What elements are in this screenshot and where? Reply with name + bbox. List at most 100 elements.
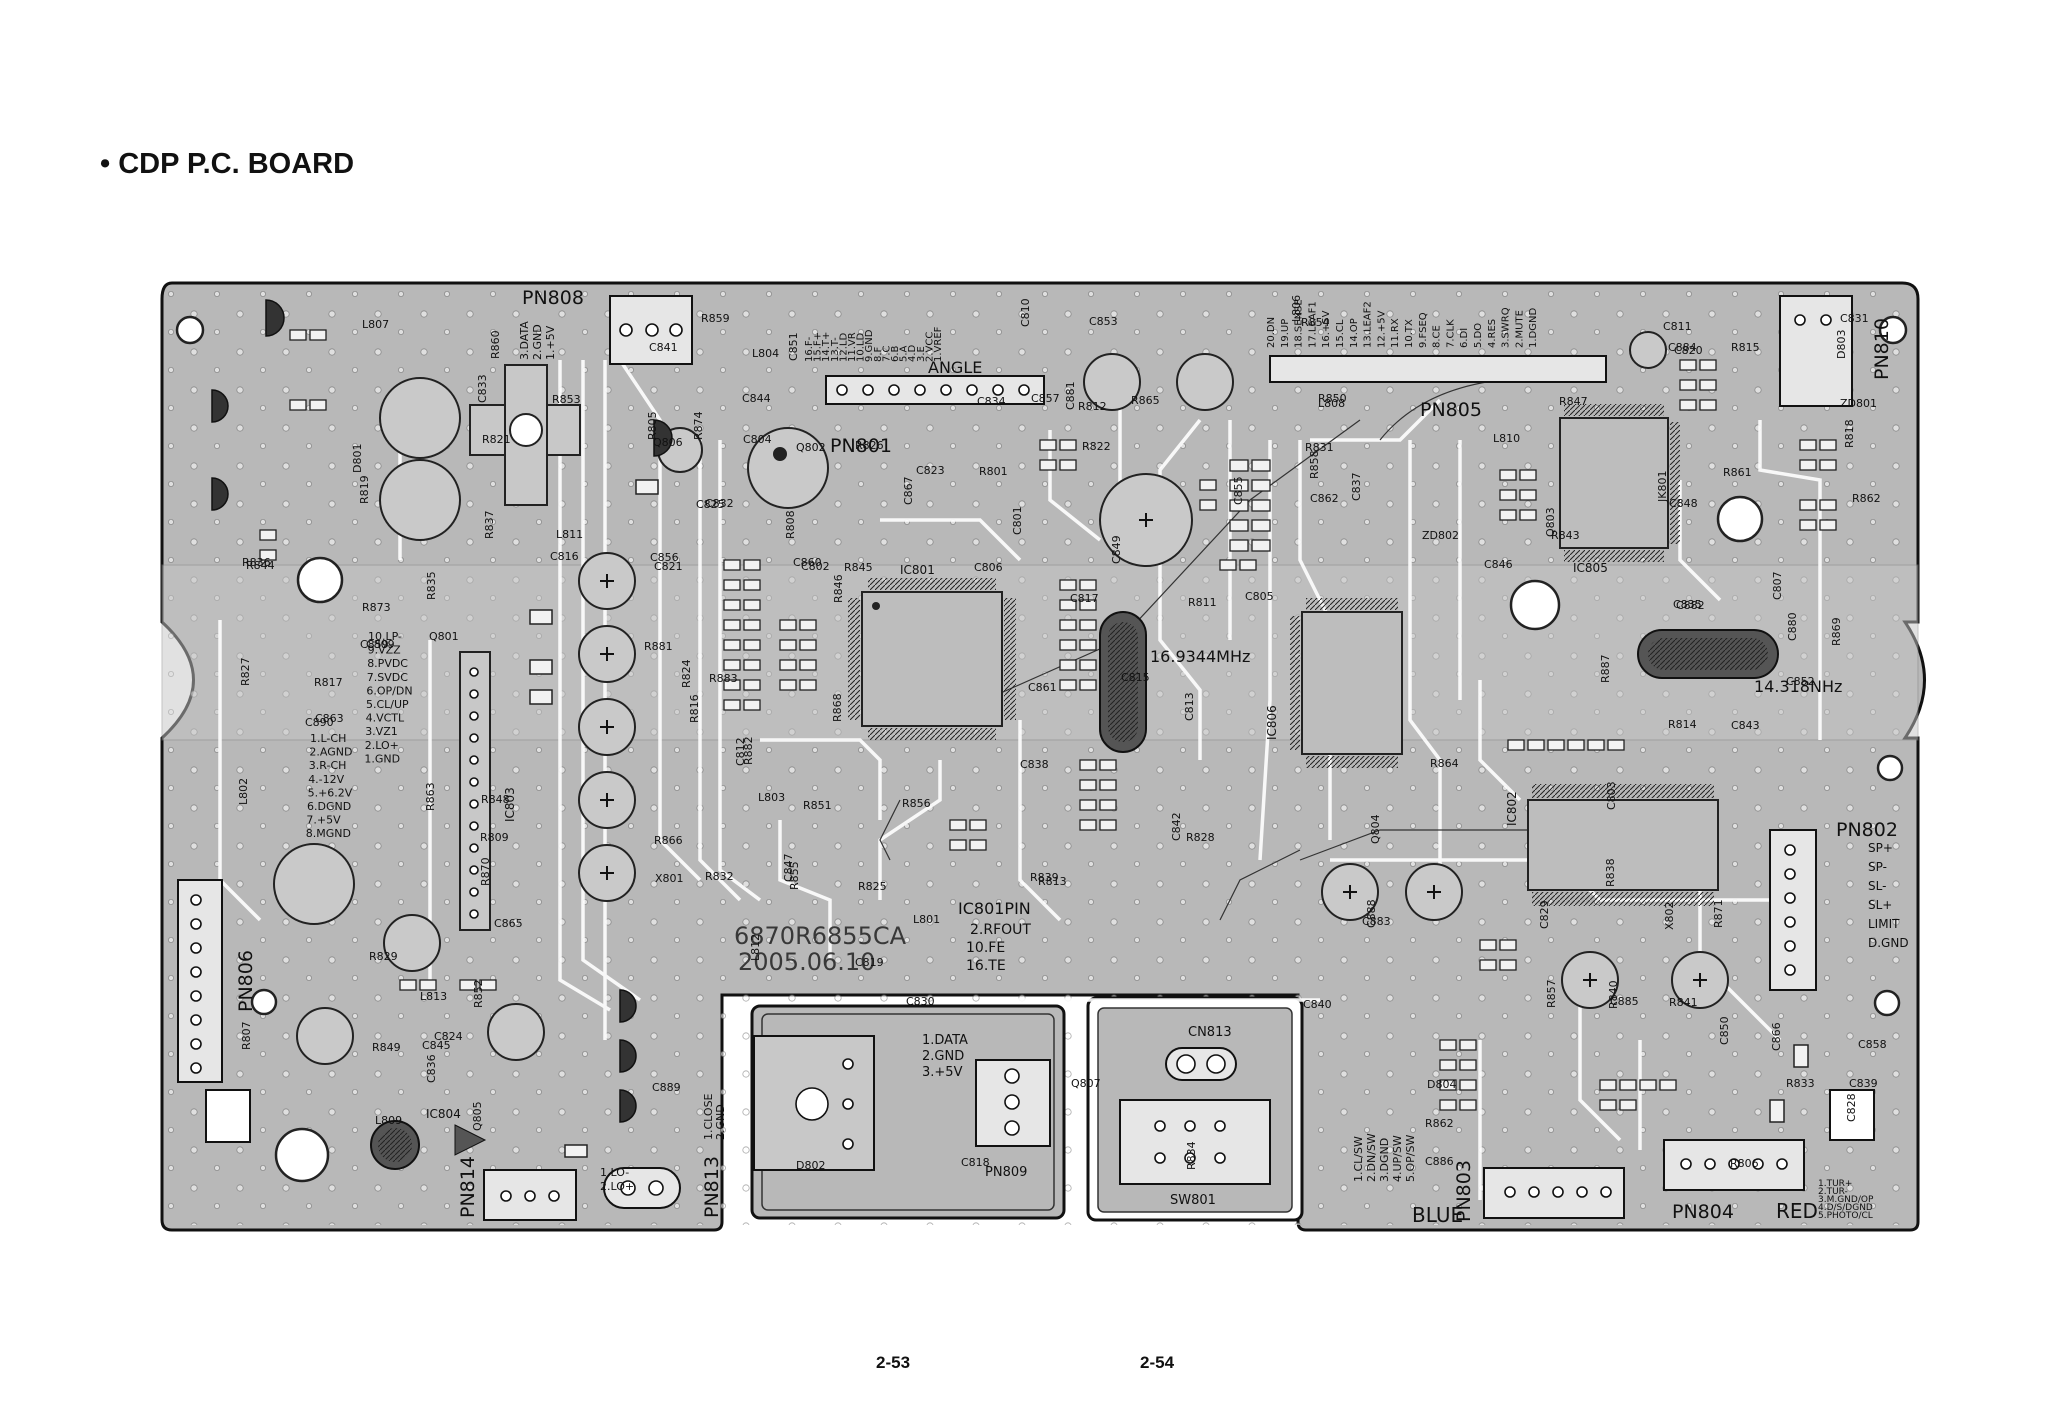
component-label: C842 <box>1170 812 1183 841</box>
pn801-pins-label: 1.VREF <box>933 326 944 362</box>
component-label: R862 <box>1852 492 1881 505</box>
ic805-pad <box>1829 1089 1875 1141</box>
board-band <box>161 564 1919 741</box>
pn801-pins-label: 14.T+ <box>821 332 832 362</box>
pn808-pins-label: 2.GND <box>531 324 544 360</box>
component-label: C849 <box>1110 535 1123 564</box>
label-ic802: IC802 <box>1505 791 1519 826</box>
smd-components <box>259 329 1837 1111</box>
pn806-top-label: 4.VCTL <box>366 712 405 725</box>
pn801-pins-label: 16.F- <box>804 336 815 362</box>
ic801-package <box>848 578 1016 740</box>
label-pn810: PN810 <box>1871 318 1893 380</box>
component-label: C881 <box>1064 381 1077 410</box>
label-pn808: PN808 <box>522 287 584 309</box>
component-label: R833 <box>1786 1077 1815 1090</box>
component-label: R882 <box>742 736 755 765</box>
pn806-top-label: 10.LP- <box>368 630 402 643</box>
component-label: R871 <box>1712 899 1725 928</box>
pn802-pins-label: SL- <box>1868 879 1886 893</box>
mounting-holes <box>175 315 1908 1183</box>
pn801-pins-label: 5.A <box>899 345 910 362</box>
component-label: C846 <box>1484 558 1513 571</box>
component-label: R847 <box>1559 395 1588 408</box>
component-label: R881 <box>644 640 673 653</box>
component-label: C802 <box>801 560 830 573</box>
component-label: R836 <box>242 556 271 569</box>
diodes <box>529 479 1809 1158</box>
pn805-pins-label: 1.DGND <box>1528 308 1539 348</box>
pn801-pins-label: 10.LD <box>856 333 867 362</box>
component-label: C884 <box>1668 341 1697 354</box>
component-label: D804 <box>1427 1078 1456 1091</box>
component-label: R849 <box>372 1041 401 1054</box>
pn806-bottom-label: 4.-12V <box>308 773 344 786</box>
sw801-body <box>1119 1099 1271 1185</box>
pn808-pins-label: 1.+5V <box>544 325 557 360</box>
component-label: L802 <box>237 778 250 805</box>
component-label: ZD801 <box>1840 397 1877 410</box>
label-angle: ANGLE <box>928 358 982 377</box>
label-pn804: PN804 <box>1672 1201 1734 1223</box>
component-label: C804 <box>743 433 772 446</box>
pn806-bottom-label: 2.AGND <box>309 746 352 759</box>
page-title: • CDP P.C. BOARD <box>100 148 355 180</box>
pn813-header <box>603 1167 681 1209</box>
component-label: R812 <box>1078 400 1107 413</box>
component-label: C821 <box>654 560 683 573</box>
pn802-header <box>1769 829 1817 991</box>
ic801-pin-title: IC801PIN <box>958 899 1031 918</box>
component-label: C856 <box>650 551 679 564</box>
component-label: Q805 <box>471 1101 484 1131</box>
page-number-left: 2-53 <box>876 1353 911 1372</box>
component-label: R815 <box>1731 341 1760 354</box>
connector-pins <box>190 314 1832 1202</box>
component-label: L809 <box>375 1114 402 1127</box>
component-label: C890 <box>305 716 334 729</box>
component-label: R840 <box>1607 980 1620 1009</box>
ic801-pin-2: 10.FE <box>966 940 1005 956</box>
pn806-top-label: 2.LO+ <box>365 739 399 752</box>
pn801-pins-label: 2.VCC <box>924 332 935 362</box>
pn804-pins-label: 1.TUR+ <box>1818 1179 1852 1189</box>
pn805-pins-label: 15.CL <box>1335 319 1346 348</box>
component-label: R809 <box>480 831 509 844</box>
pn801-pins-label: 3.E <box>916 346 927 362</box>
pn801-pins-label: 7.C <box>881 345 892 362</box>
component-label: R819 <box>358 475 371 504</box>
component-label: R844 <box>246 559 275 572</box>
label-pn814: PN814 <box>457 1156 479 1218</box>
pn801-pins-label: 11.VR <box>847 332 858 362</box>
component-label: C829 <box>1538 900 1551 929</box>
component-label: L811 <box>556 528 583 541</box>
component-label: C815 <box>1121 671 1150 684</box>
label-ic803: IC803 <box>503 787 517 822</box>
label-sw801: SW801 <box>1170 1193 1216 1208</box>
pn803-pins-label: 1.CL/SW <box>1352 1136 1365 1182</box>
component-label: C834 <box>977 395 1006 408</box>
pn801-pins-label: 13.T- <box>830 337 841 362</box>
component-label: R805 <box>646 411 659 440</box>
pn805-pins-label: 8.CE <box>1432 325 1443 348</box>
component-label: C866 <box>1770 1022 1783 1051</box>
pn803-pins-label: 5.OP/SW <box>1404 1135 1417 1182</box>
component-label: ZD802 <box>1422 529 1459 542</box>
component-label: R843 <box>1551 529 1580 542</box>
component-label: C830 <box>906 995 935 1008</box>
label-pn806: PN806 <box>235 950 257 1012</box>
component-label: X801 <box>655 872 684 885</box>
component-label: C857 <box>1031 392 1060 405</box>
ic801-pin-legend: IC801PIN 2.RFOUT 10.FE 16.TE <box>958 899 1031 974</box>
pn806-top-label: 7.SVDC <box>367 671 408 684</box>
pn805-pins-label: 4.RES <box>1487 319 1498 348</box>
component-label: C836 <box>425 1054 438 1083</box>
pn806-bottom-label: 3.R-CH <box>309 759 347 772</box>
ic806-package <box>1290 598 1403 768</box>
pn803-pins-label: 4.UP/SW <box>1391 1135 1404 1182</box>
component-label: C889 <box>652 1081 681 1094</box>
pn805-pins-label: 10.TX <box>1404 319 1415 348</box>
component-label: C848 <box>1669 497 1698 510</box>
component-label: C851 <box>787 332 800 361</box>
